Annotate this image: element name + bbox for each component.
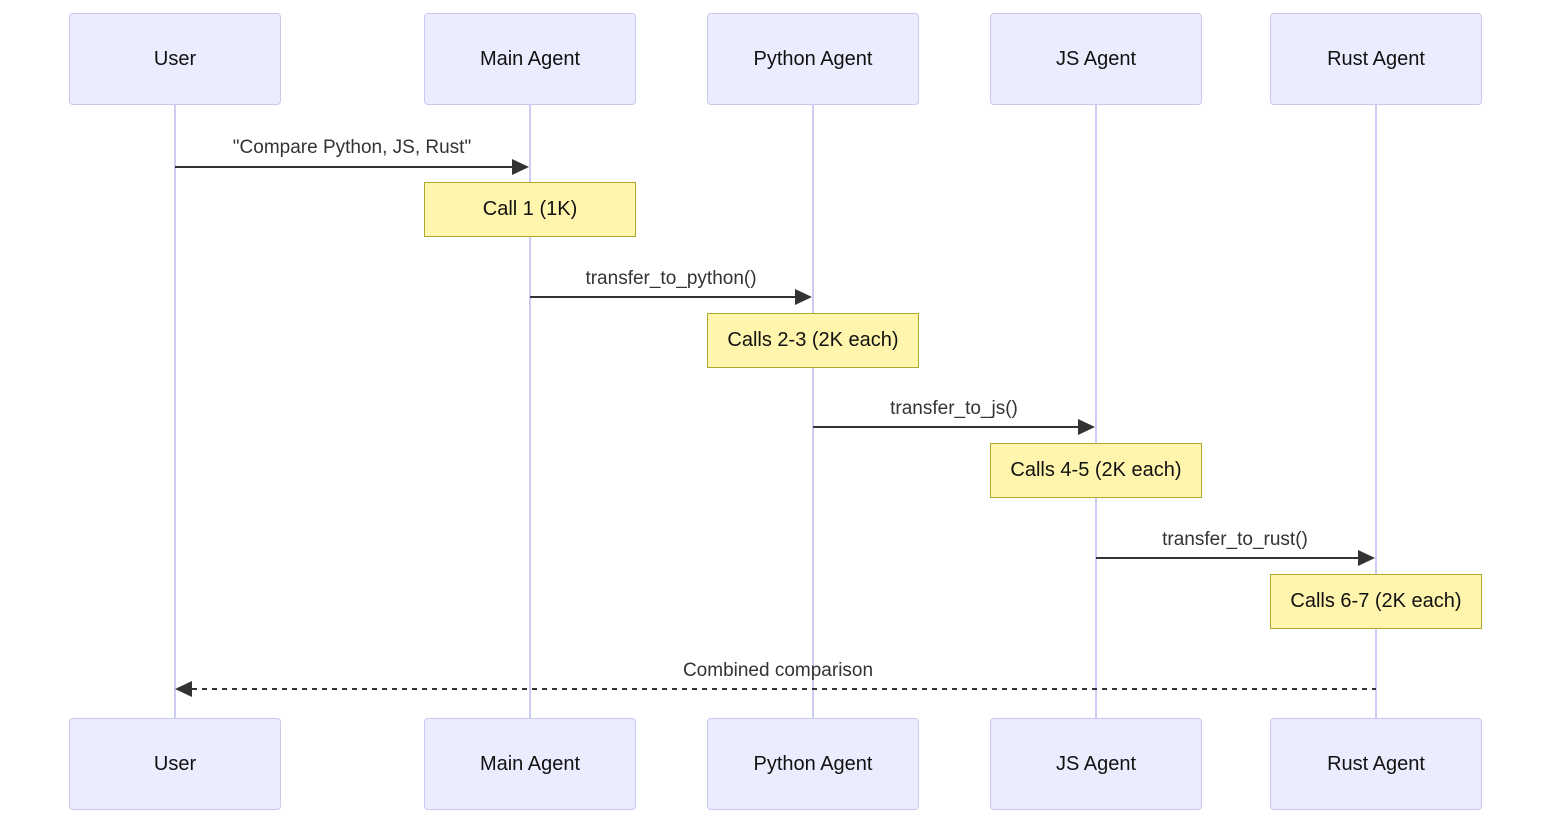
actor-label: Main Agent bbox=[479, 47, 581, 70]
actor-label: JS Agent bbox=[1055, 752, 1137, 775]
actor-bottom-python-agent: Python Agent bbox=[707, 718, 919, 810]
arrowhead-icon bbox=[512, 159, 529, 175]
actor-bottom-user: User bbox=[69, 718, 281, 810]
actor-top-rust-agent: Rust Agent bbox=[1270, 13, 1482, 105]
message-label-transfer-to-js: transfer_to_js() bbox=[890, 398, 1018, 419]
actor-label: Python Agent bbox=[753, 47, 873, 70]
note-label: Calls 6-7 (2K each) bbox=[1290, 590, 1462, 612]
actor-top-python-agent: Python Agent bbox=[707, 13, 919, 105]
actor-label: User bbox=[153, 752, 197, 775]
actor-top-user: User bbox=[69, 13, 281, 105]
message-label-combined-comparison: Combined comparison bbox=[682, 660, 874, 681]
message-line-combined-comparison bbox=[192, 688, 1376, 690]
message-line-transfer-to-python bbox=[530, 296, 798, 298]
arrowhead-icon bbox=[1358, 550, 1375, 566]
message-line-transfer-to-rust bbox=[1096, 557, 1360, 559]
actor-top-main-agent: Main Agent bbox=[424, 13, 636, 105]
actor-label: Main Agent bbox=[479, 752, 581, 775]
actor-bottom-main-agent: Main Agent bbox=[424, 718, 636, 810]
lifeline-rust-agent bbox=[1375, 105, 1377, 718]
actor-label: User bbox=[153, 47, 197, 70]
message-label-compare: "Compare Python, JS, Rust" bbox=[232, 137, 472, 158]
note-label: Call 1 (1K) bbox=[482, 198, 578, 220]
note-calls-2-3: Calls 2-3 (2K each) bbox=[707, 313, 919, 368]
actor-label: Rust Agent bbox=[1327, 752, 1425, 775]
message-label-transfer-to-python: transfer_to_python() bbox=[585, 268, 757, 289]
actor-label: Rust Agent bbox=[1327, 47, 1425, 70]
actor-label: JS Agent bbox=[1055, 47, 1137, 70]
note-label: Calls 2-3 (2K each) bbox=[727, 329, 899, 351]
arrowhead-icon bbox=[795, 289, 812, 305]
message-label-transfer-to-rust: transfer_to_rust() bbox=[1162, 529, 1308, 550]
lifeline-user bbox=[174, 105, 176, 718]
note-call-1: Call 1 (1K) bbox=[424, 182, 636, 237]
arrowhead-icon bbox=[1078, 419, 1095, 435]
lifeline-js-agent bbox=[1095, 105, 1097, 718]
actor-bottom-rust-agent: Rust Agent bbox=[1270, 718, 1482, 810]
actor-top-js-agent: JS Agent bbox=[990, 13, 1202, 105]
actor-bottom-js-agent: JS Agent bbox=[990, 718, 1202, 810]
actor-label: Python Agent bbox=[753, 752, 873, 775]
note-calls-4-5: Calls 4-5 (2K each) bbox=[990, 443, 1202, 498]
lifeline-main-agent bbox=[529, 105, 531, 718]
arrowhead-icon bbox=[175, 681, 192, 697]
message-line-compare bbox=[175, 166, 515, 168]
note-calls-6-7: Calls 6-7 (2K each) bbox=[1270, 574, 1482, 629]
note-label: Calls 4-5 (2K each) bbox=[1010, 459, 1182, 481]
message-line-transfer-to-js bbox=[813, 426, 1080, 428]
lifeline-python-agent bbox=[812, 105, 814, 718]
